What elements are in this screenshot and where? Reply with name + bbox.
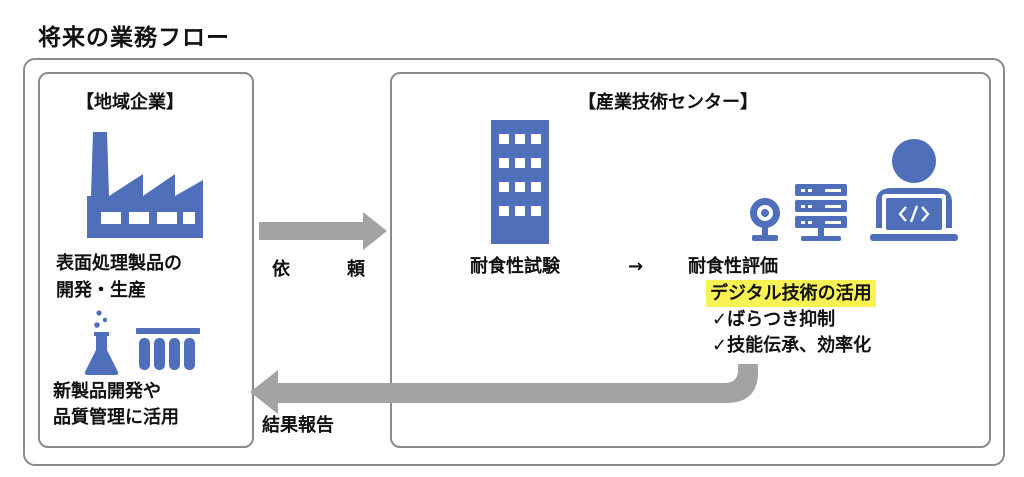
request-arrow — [259, 212, 387, 250]
regional-company-panel: 【地域企業】 表面処理製品の 開発・生産 新製品開発や 品質管理に活用 — [38, 72, 254, 448]
report-arrow — [250, 364, 758, 414]
industrial-tech-center-heading: 【産業技術センター】 — [578, 92, 758, 113]
corrosion-test-label: 耐食性試験 — [470, 256, 560, 277]
test-tubes-icon — [136, 328, 200, 370]
report-label: 結果報告 — [262, 415, 334, 436]
webcam-icon — [750, 198, 780, 241]
bullet-skill-transfer: ✓技能伝承、効率化 — [712, 335, 872, 356]
flow-arrow: → — [628, 256, 644, 277]
regional-company-heading: 【地域企業】 — [76, 92, 184, 113]
page-title: 将来の業務フロー — [38, 25, 230, 51]
product-text-line2: 開発・生産 — [56, 280, 146, 301]
request-label-char2: 頼 — [347, 259, 365, 280]
factory-icon — [87, 132, 203, 238]
use-text-line1: 新製品開発や — [53, 381, 161, 402]
corrosion-eval-label: 耐食性評価 — [688, 256, 778, 277]
use-text-line2: 品質管理に活用 — [53, 407, 179, 428]
engineer-laptop-icon — [870, 139, 958, 241]
product-text-line1: 表面処理製品の — [56, 253, 182, 274]
server-icon — [795, 184, 847, 241]
digital-tech-label: デジタル技術の活用 — [706, 280, 876, 307]
request-label-char1: 依 — [272, 259, 290, 280]
flask-icon — [84, 310, 119, 375]
bullet-variation: ✓ばらつき抑制 — [712, 309, 836, 330]
building-icon — [491, 120, 549, 244]
